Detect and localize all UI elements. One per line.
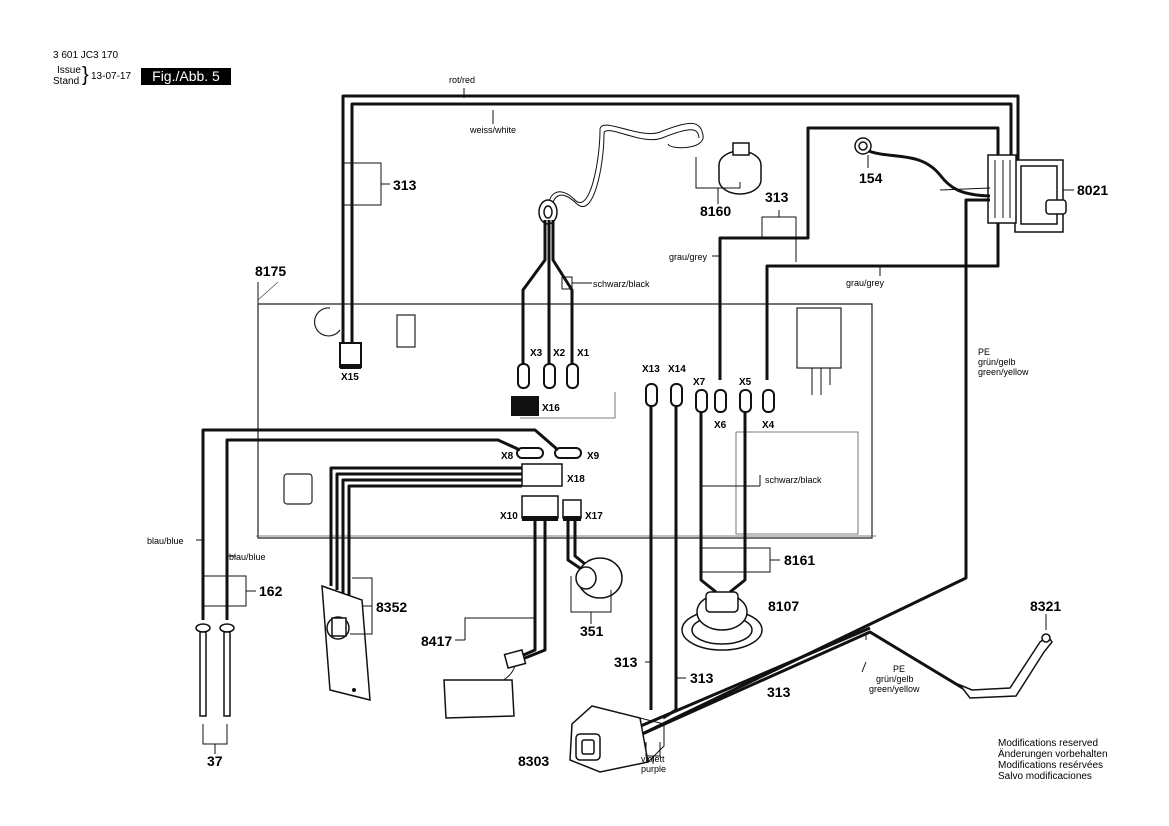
label-313-top: 313 [393,177,417,193]
label-x8: X8 [501,451,514,462]
wire-label-grey-right: grau/grey [846,278,885,288]
stand-label: Stand [53,76,80,87]
thermostat-harness [521,122,762,367]
label-x14: X14 [668,364,686,375]
label-8321: 8321 [1030,598,1061,614]
label-x7: X7 [693,377,706,388]
label-351: 351 [580,623,604,639]
label-x2: X2 [553,348,566,359]
motor-8107 [681,591,763,651]
label-x4: X4 [762,420,775,431]
connectors-top [339,342,579,416]
label-x16: X16 [542,403,560,414]
ground-strap-8321 [957,614,1053,699]
control-board [256,281,876,539]
issue-label: Issue [57,65,81,76]
label-x18: X18 [567,474,585,485]
label-8303: 8303 [518,753,549,769]
label-x1: X1 [577,348,590,359]
harness-red-white [341,88,1020,345]
wire-label-pe-2-en: green/yellow [869,684,920,694]
label-154: 154 [859,170,883,186]
label-8021: 8021 [1077,182,1108,198]
label-8107: 8107 [768,598,799,614]
socket-8303 [569,626,967,773]
wire-label-purple: purple [641,764,666,774]
label-8160: 8160 [700,203,731,219]
wire-label-pe-1-en: green/yellow [978,367,1029,377]
sensor-board-8352 [321,577,373,701]
label-37: 37 [207,753,223,769]
display-8417 [443,617,536,719]
screws-37 [195,623,235,754]
issue-date: 13-07-17 [91,71,132,82]
modifications-line: Salvo modificaciones [998,771,1092,782]
label-x9: X9 [587,451,600,462]
label-x3: X3 [530,348,543,359]
wire-label-black-top: schwarz/black [593,279,650,289]
wire-label-pe-1: PE [978,347,990,357]
label-313-grey: 313 [765,189,789,205]
label-x13: X13 [642,364,660,375]
wire-label-grey-left: grau/grey [669,252,708,262]
label-8417: 8417 [421,633,452,649]
figure-label: Fig./Abb. 5 [141,68,231,85]
label-8161: 8161 [784,552,815,568]
wire-label-violett: violett [641,754,665,764]
wire-label-pe-2-de: grün/gelb [876,674,914,684]
connectors-right [645,383,780,720]
wire-label-pe-2: PE [893,664,905,674]
wire-label-black-mid: schwarz/black [765,475,822,485]
label-x17: X17 [585,511,603,522]
modifications-note: Modifications reserved Änderungen vorbeh… [998,738,1108,782]
wire-label-blue-1: blau/blue [147,536,184,546]
sensor-351 [570,557,623,624]
modifications-line: Änderungen vorbehalten [998,749,1108,760]
wire-label-blue-2: blau/blue [229,552,266,562]
label-313-pe: 313 [767,684,791,700]
leader-lines [257,155,967,673]
label-8175: 8175 [255,263,286,279]
wire-label-white: weiss/white [469,125,516,135]
brace-symbol: } [82,64,89,86]
label-x10: X10 [500,511,518,522]
wire-label-pe-1-de: grün/gelb [978,357,1016,367]
modifications-line: Modifications resérvées [998,760,1104,771]
label-8352: 8352 [376,599,407,615]
label-162: 162 [259,583,283,599]
label-x15: X15 [341,372,359,383]
part-number: 3 601 JC3 170 [53,50,119,61]
label-313-socket-a: 313 [614,654,638,670]
label-313-socket-b: 313 [690,670,714,686]
label-x5: X5 [739,377,752,388]
label-x6: X6 [714,420,727,431]
wire-label-red: rot/red [449,75,475,85]
modifications-line: Modifications reserved [998,738,1099,749]
